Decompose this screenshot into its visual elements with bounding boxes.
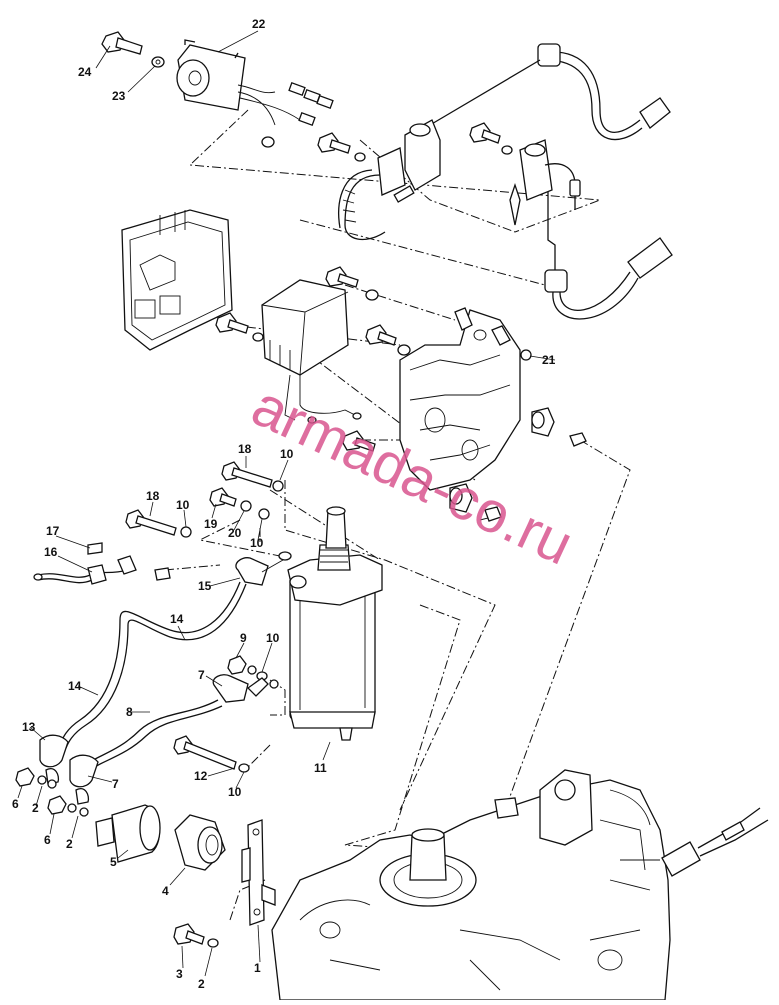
bolt-part-3	[173, 923, 205, 945]
nut-part-9	[227, 655, 279, 689]
cable-part-8	[89, 699, 223, 768]
callout-22: 22	[252, 17, 266, 31]
terminal-cap-part-7-upper	[212, 674, 269, 703]
callout-11: 11	[314, 761, 327, 775]
callout-15: 15	[198, 579, 212, 593]
callout-6-upper: 6	[12, 797, 19, 811]
starter-relay-part-5	[95, 804, 161, 863]
callout-2-upper: 2	[32, 801, 39, 815]
callout-labels: 22 24 23 21 18 10 18 10 19 20 10 17 16 1…	[12, 17, 556, 991]
bolt-part-18-lower	[125, 509, 177, 536]
callout-4: 4	[162, 884, 169, 898]
callout-9: 9	[240, 631, 247, 645]
callout-10-left: 10	[176, 498, 190, 512]
callout-3: 3	[176, 967, 183, 981]
electrical-cover	[121, 209, 233, 351]
powerhead-casting	[271, 769, 671, 1001]
callout-20: 20	[228, 526, 242, 540]
trim-sensor-lead	[661, 807, 769, 877]
washer-part-20	[240, 500, 252, 512]
terminal-cap-part-13	[39, 734, 69, 785]
fuse-harness-part-16	[33, 555, 171, 585]
leader-lines	[17, 30, 556, 977]
callout-12: 12	[194, 769, 208, 783]
bolt-part-12	[173, 735, 237, 770]
relay-bracket-part-1	[241, 819, 276, 926]
callout-21: 21	[542, 353, 556, 367]
callout-14-lower: 14	[68, 679, 82, 693]
callout-19: 19	[204, 517, 218, 531]
callout-8: 8	[126, 705, 133, 719]
callout-14-upper: 14	[170, 612, 184, 626]
grommets	[449, 407, 587, 522]
cdi-unit-part-22	[176, 39, 334, 148]
callout-10-mid: 10	[250, 536, 264, 550]
callout-24: 24	[78, 65, 92, 79]
starter-motor-part-11	[287, 506, 383, 741]
callout-1: 1	[254, 961, 261, 975]
callout-13: 13	[22, 720, 36, 734]
terminal-cap-part-7-lower	[69, 754, 99, 805]
callout-7-upper: 7	[198, 668, 205, 682]
callout-2-mid: 2	[66, 837, 73, 851]
fuse-part-17	[87, 542, 103, 555]
callout-7-lower: 7	[112, 777, 119, 791]
washer-part-23	[151, 56, 165, 68]
washer-part-2-lower	[207, 938, 219, 948]
callout-16: 16	[44, 545, 58, 559]
callout-17: 17	[46, 524, 60, 538]
rectifier-regulator	[261, 279, 362, 424]
bolt-part-18-upper	[221, 461, 273, 488]
callout-18-lower: 18	[146, 489, 160, 503]
mounting-bracket	[399, 307, 521, 491]
coil-bolt-upper	[317, 132, 366, 162]
relay-nuts-part-6	[15, 767, 67, 815]
bracket-bolts	[325, 266, 411, 452]
ignition-coil-upper	[338, 43, 671, 241]
terminal-cap-part-15	[235, 551, 292, 586]
nut-part-19	[209, 487, 237, 507]
callout-6-lower: 6	[44, 833, 51, 847]
collar-part-21	[520, 349, 532, 361]
callout-10-relay: 10	[266, 631, 280, 645]
bolt-part-24	[101, 31, 143, 55]
coil-bolt-lower	[469, 122, 513, 155]
relay-holder-part-4	[174, 814, 226, 871]
callout-18-upper: 18	[238, 442, 252, 456]
regulator-bolt	[215, 312, 264, 342]
relay-washers-part-2	[37, 775, 89, 817]
callout-5: 5	[110, 855, 117, 869]
battery-cable-part-14	[59, 581, 247, 749]
callout-2-lower: 2	[198, 977, 205, 991]
callout-10-upper: 10	[280, 447, 294, 461]
ignition-coil-lower	[509, 139, 673, 320]
callout-23: 23	[112, 89, 126, 103]
washers-part-10	[180, 480, 284, 773]
callout-10-lower: 10	[228, 785, 242, 799]
